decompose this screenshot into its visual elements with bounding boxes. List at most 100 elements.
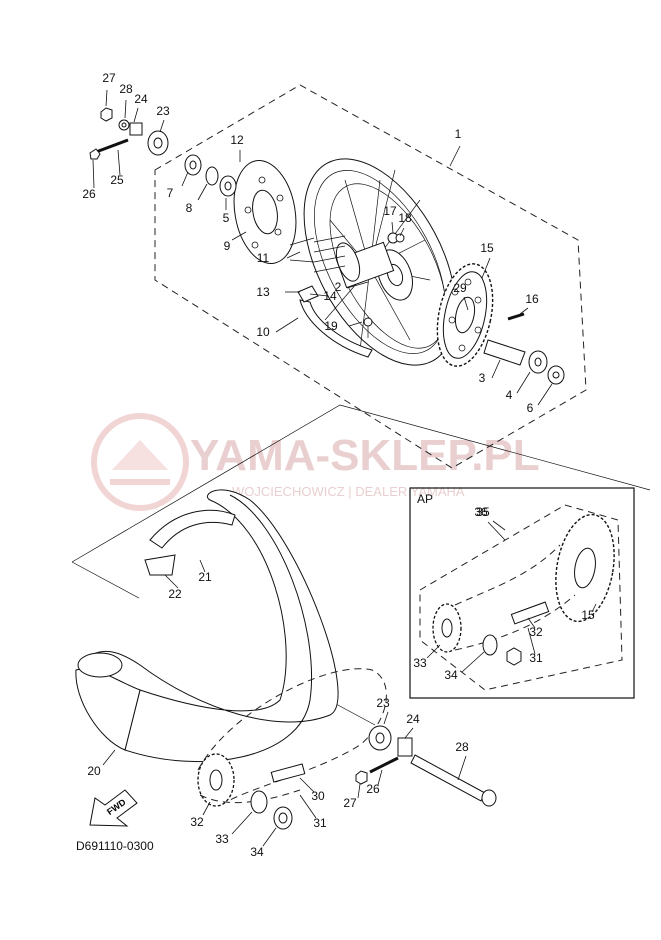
callout-leader — [404, 727, 414, 739]
watermark-logo — [91, 413, 189, 511]
inset-sprocket — [555, 513, 615, 623]
tire — [75, 489, 339, 763]
callout-leader — [181, 171, 189, 187]
rear-hub — [335, 232, 413, 301]
inset-ap: AP — [409, 487, 635, 699]
callout-leader — [383, 711, 389, 725]
callout-number: 34 — [444, 668, 458, 682]
inset-ap-label: AP — [417, 492, 433, 506]
callout-leader — [309, 293, 329, 297]
tire-chain-group: FWD — [71, 404, 651, 830]
callout-number: 34 — [250, 845, 264, 859]
callout-leader — [105, 89, 108, 107]
callout-number: 32 — [529, 625, 543, 639]
callout-number: 27 — [343, 796, 357, 810]
axle-parts-lower — [355, 725, 497, 807]
inner-tube — [144, 509, 236, 576]
callout-leader — [426, 644, 441, 659]
callout-leader — [519, 307, 529, 315]
inset-drive-sprocket — [432, 603, 462, 653]
callout-number: 14 — [323, 289, 337, 303]
callout-leader — [348, 321, 363, 327]
callout-number: 9 — [224, 239, 231, 253]
callout-number: 20 — [87, 764, 101, 778]
callout-number: 1 — [455, 127, 462, 141]
callout-number: 36 — [474, 505, 488, 519]
callout-leader — [487, 521, 506, 541]
right-bearings — [483, 339, 565, 385]
callout-leader — [117, 149, 121, 176]
callout-leader — [491, 359, 501, 379]
wheel-assembly-group — [89, 84, 587, 469]
callout-number: 32 — [190, 815, 204, 829]
callout-number: 11 — [257, 251, 270, 265]
inset-nut — [506, 647, 522, 666]
callout-number: 31 — [313, 816, 327, 830]
callout-number: 18 — [398, 211, 412, 225]
callout-number: 26 — [366, 782, 380, 796]
wheel-assembly-outline — [154, 84, 587, 469]
callout-number: 22 — [168, 587, 182, 601]
callout-leader — [346, 281, 369, 289]
left-bearings — [147, 130, 237, 197]
callout-number: 7 — [167, 186, 174, 200]
callout-leader — [357, 783, 361, 799]
inset-chain-joint — [510, 601, 550, 625]
callout-number: 8 — [186, 201, 193, 215]
callout-number: 23 — [376, 696, 390, 710]
callout-number: 33 — [413, 656, 427, 670]
callout-number: 30 — [311, 789, 325, 803]
callout-number: 21 — [198, 570, 212, 584]
callout-leader — [527, 627, 536, 655]
callout-leader — [299, 777, 315, 793]
callout-number: 10 — [256, 325, 270, 339]
callout-number: 5 — [223, 211, 230, 225]
diagram-code: D691110-0300 — [76, 839, 154, 853]
callout-leader — [449, 145, 461, 167]
callout-number: 26 — [82, 187, 96, 201]
callout-leader — [102, 749, 116, 766]
callout-number: 24 — [134, 92, 148, 106]
callout-number: 6 — [527, 401, 534, 415]
callout-number: 28 — [119, 82, 133, 96]
callout-leader — [457, 755, 467, 781]
callout-leader — [159, 119, 165, 133]
callout-number: 19 — [324, 319, 338, 333]
callout-number: 2 — [335, 280, 342, 294]
callout-number: 4 — [506, 388, 513, 402]
watermark-title: YAMA-SKLEP.PL — [190, 431, 540, 480]
disc-bolts — [289, 235, 346, 273]
lower-chain — [197, 668, 387, 830]
lower-chain-joint — [270, 763, 306, 783]
watermark-subtitle: WOJCIECHOWICZ | DEALER YAMAHA — [232, 484, 465, 499]
callout-number: 25 — [110, 173, 124, 187]
callout-leader — [231, 231, 247, 241]
callout-number: 27 — [102, 71, 116, 85]
callout-leader — [197, 183, 208, 201]
tire-outline-top — [71, 404, 651, 563]
callout-leader — [199, 559, 206, 573]
fwd-arrow-icon: FWD — [89, 789, 138, 827]
inset-outline — [419, 504, 623, 691]
callout-leader — [492, 520, 506, 531]
callout-leader — [463, 296, 469, 311]
callout-leader — [391, 221, 394, 234]
callout-leader — [399, 227, 405, 237]
callout-leader — [124, 99, 127, 119]
callout-leader — [286, 251, 301, 259]
callout-leader — [164, 574, 179, 589]
callout-leader — [537, 383, 553, 406]
callout-leader — [591, 603, 597, 613]
callout-leader — [481, 257, 491, 279]
callout-leader — [92, 159, 95, 189]
callout-number: 15 — [480, 241, 494, 255]
callout-leader — [275, 317, 299, 333]
callout-leader — [299, 794, 317, 819]
callout-number: 13 — [256, 285, 270, 299]
callout-leader — [516, 371, 531, 394]
axle-adjuster-parts — [89, 107, 143, 160]
callout-leader — [527, 617, 536, 629]
inset-washer — [482, 634, 498, 656]
callout-leader — [461, 651, 485, 673]
